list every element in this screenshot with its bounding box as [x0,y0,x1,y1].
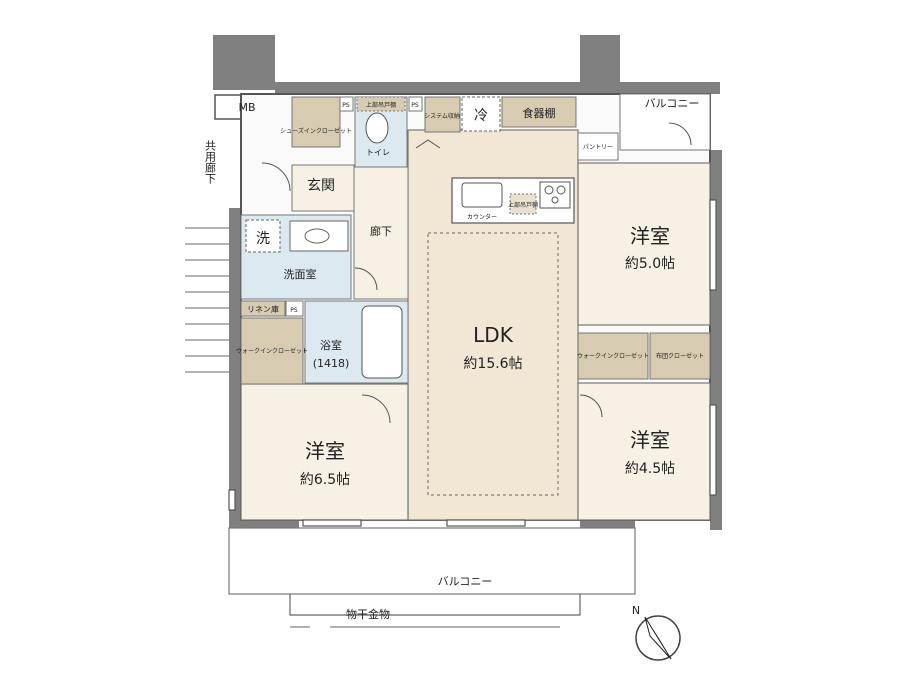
western-a-area: 約5.0帖 [625,256,675,272]
western-b-name: 洋室 [630,428,670,452]
upper-storage-kitchen-label: 上部吊戸棚 [508,201,538,209]
stove-icon [539,181,571,209]
upper-cabinet-box [509,193,537,215]
ldk-carpet-outline [427,232,559,496]
compass-icon [635,615,681,661]
laundry-space [245,219,281,253]
futon-closet-label: 布団クローゼット [656,352,704,360]
western-a-name: 洋室 [630,224,670,248]
western-b-area: 約4.5帖 [625,461,675,477]
entrance-label: 玄関 [307,177,335,194]
toilet-label: トイレ [366,148,390,157]
pantry [577,132,619,161]
compass-letter: N [632,604,640,617]
balcony-top [619,93,711,151]
western-c-name: 洋室 [305,439,345,463]
walkin-left-label: ウォークインクローゼット [236,347,308,355]
sink-icon [461,182,503,208]
fridge-label: 冷 [474,108,488,124]
entrance-floor [291,164,355,212]
western-c-area: 約6.5帖 [300,472,350,488]
walkin-closet-left [240,317,304,385]
ldk-area: 約15.6帖 [463,356,522,372]
bath-size: (1418) [313,357,350,370]
pantry-label: パントリー [583,144,613,151]
corridor-railing [185,227,229,373]
cupboard [501,96,577,128]
upper-storage-label: 上部吊戸棚 [366,101,396,109]
western-room-a-floor [577,162,711,326]
ps-box-linen [285,300,304,317]
windows [228,199,717,527]
western-room-c-floor [240,383,409,521]
ps-box-top [339,96,354,112]
walkin-right-label: ウォークインクローゼット [577,352,649,360]
walkin-closet-right [577,332,649,380]
hallway-label: 廊下 [370,224,392,238]
hallway-floor [353,166,409,300]
laundry-label: 洗 [256,231,270,247]
system-storage [424,96,461,133]
linen-label: リネン庫 [247,304,279,314]
bathtub [361,305,403,379]
ps-label-top2: PS [411,102,419,109]
futon-closet [649,332,711,380]
balcony-top-label: バルコニー [645,97,700,110]
washroom-label: 洗面室 [284,267,317,281]
upper-storage-toilet [356,96,406,112]
balcony-bottom [228,527,636,628]
bath-label: 浴室 [320,338,342,352]
fridge-space [461,96,501,132]
system-storage-label: システム収納 [424,112,460,120]
counter-label: カウンター [467,213,497,221]
balcony-bottom-label: バルコニー [438,575,493,588]
drying-label: 物干金物 [346,607,390,621]
linen-storage [240,300,286,317]
ps-label-top: PS [342,102,350,109]
western-room-b-floor [577,382,711,521]
corridor-label: 共用廊下 [204,140,217,185]
ps-label-linen: PS [290,307,298,314]
shoes-closet [291,96,341,148]
mb-label: MB [238,101,255,114]
ldk-name: LDK [473,323,514,347]
cupboard-label: 食器棚 [523,106,556,120]
doors [261,122,692,424]
ps-box-top2 [408,96,423,112]
shoes-closet-label: シューズインクローゼット [280,127,352,135]
